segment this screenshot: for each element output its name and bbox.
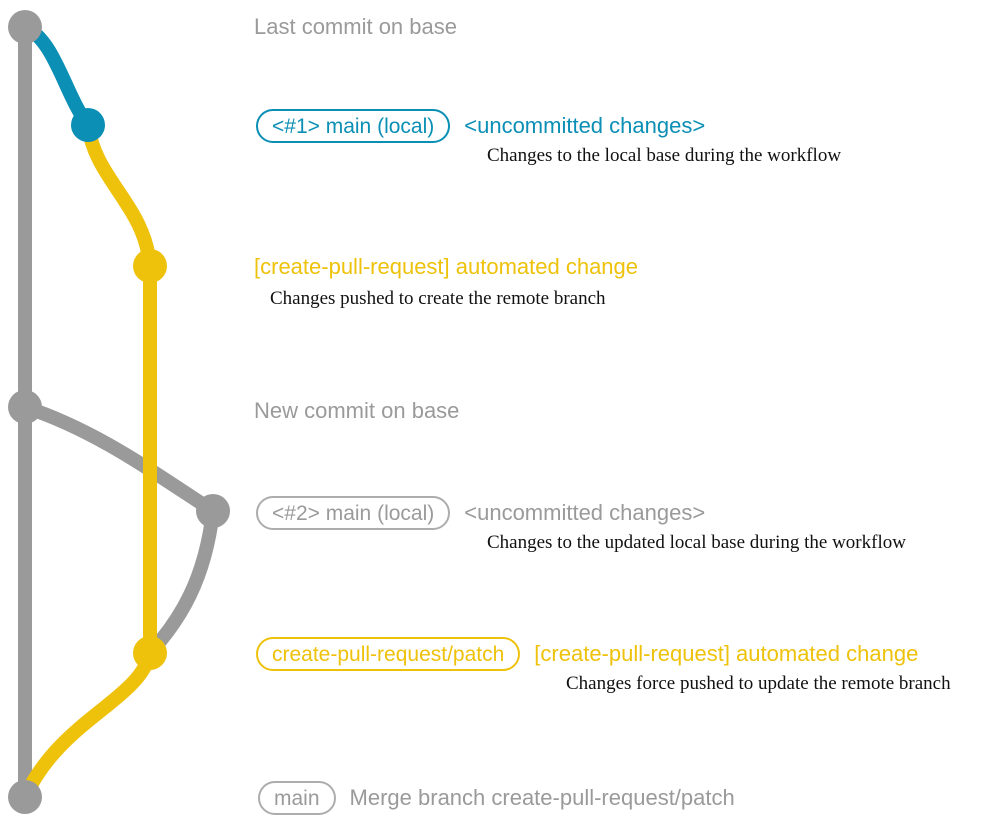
row-local-main-2: <#2> main (local) <uncommitted changes> [256, 496, 705, 530]
row-automated-change-1: [create-pull-request] automated change [254, 250, 638, 284]
branch-label-main[interactable]: main [258, 781, 336, 815]
commit-message-last-commit-on-base: Last commit on base [254, 14, 457, 39]
branch-label-create-pull-request-patch[interactable]: create-pull-request/patch [256, 637, 521, 671]
commit-message-merge-commit: Merge branch create-pull-request/patch [349, 785, 735, 810]
commit-note-local-main-2: Changes to the updated local base during… [487, 532, 906, 553]
commit-note-automated-change-1: Changes pushed to create the remote bran… [270, 288, 606, 309]
commit-note-local-main-1: Changes to the local base during the wor… [487, 145, 842, 166]
commit-message-automated-change-1: [create-pull-request] automated change [254, 254, 639, 279]
commit-message-local-main-1: <uncommitted changes> [464, 113, 706, 138]
commit-message-local-main-2: <uncommitted changes> [464, 500, 706, 525]
base-to-local1-line [18, 20, 95, 132]
row-last-commit-on-base: Last commit on base [254, 10, 457, 44]
node-local-main-1[interactable] [71, 108, 105, 142]
base-to-local2-line [18, 400, 220, 518]
local2-to-patch-merge-line [143, 504, 220, 660]
node-local-main-2[interactable] [196, 494, 230, 528]
commit-message-automated-change-2: [create-pull-request] automated change [534, 641, 919, 666]
branch-label-local-main-2[interactable]: <#2> main (local) [256, 496, 451, 530]
row-local-main-1: <#1> main (local) <uncommitted changes> [256, 109, 705, 143]
row-new-commit-on-base: New commit on base [254, 394, 459, 428]
node-automated-change-1[interactable] [133, 249, 167, 283]
commit-note-automated-change-2: Changes force pushed to update the remot… [566, 673, 951, 694]
local1-to-patch1-line [81, 118, 157, 273]
node-new-commit-on-base[interactable] [8, 390, 42, 424]
node-merge-commit[interactable] [8, 780, 42, 814]
commit-message-new-commit-on-base: New commit on base [254, 398, 460, 423]
node-automated-change-2[interactable] [133, 636, 167, 670]
branch-label-local-main-1[interactable]: <#1> main (local) [256, 109, 451, 143]
row-merge-commit: main Merge branch create-pull-request/pa… [258, 781, 735, 815]
row-automated-change-2: create-pull-request/patch [create-pull-r… [256, 637, 918, 671]
node-last-commit-on-base[interactable] [8, 10, 42, 44]
patch-to-merge-line [18, 646, 157, 804]
